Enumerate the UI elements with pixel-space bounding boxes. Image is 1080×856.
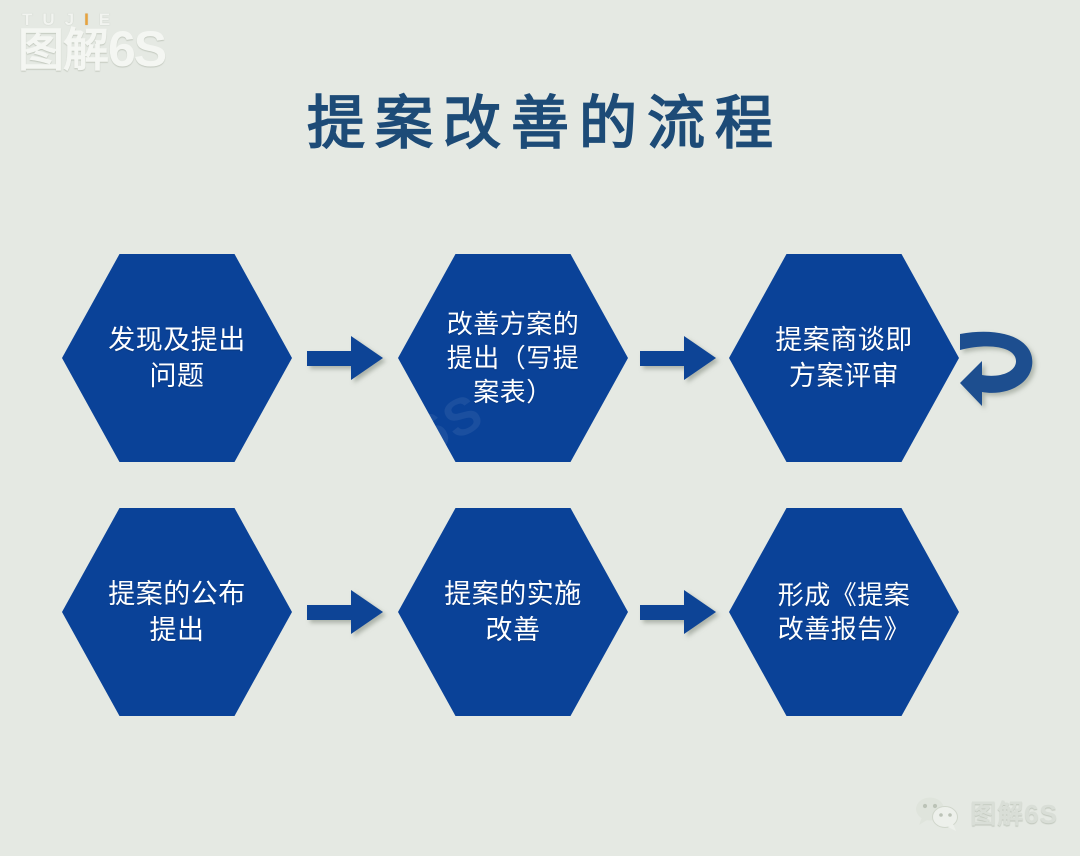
- flow-node-1-label: 发现及提出问题: [108, 325, 246, 391]
- brand-logo-wordmark: 图解6S: [18, 21, 167, 77]
- flow-node-5-label: 提案的实施改善: [444, 579, 582, 645]
- arrow-shaft: [307, 605, 357, 620]
- brand-logo-wordmark-cn: 图解: [18, 24, 109, 76]
- flow-node-6-label: 形成《提案改善报告》: [777, 580, 911, 644]
- brand-logo-tagline-part1: TUJ: [22, 10, 85, 29]
- flow-node-6: 形成《提案改善报告》: [729, 508, 959, 716]
- flow-node-2-label: 改善方案的提出（写提案表）: [446, 309, 580, 407]
- arrow-right-icon-1: [307, 336, 383, 380]
- loop-arrow-path: [960, 331, 1033, 406]
- brand-logo-tagline-accent: I: [84, 10, 99, 29]
- wechat-badge-label: 图解6S: [970, 799, 1058, 829]
- brand-logo: TUJIE 图解6S: [14, 6, 214, 78]
- arrow-right-icon-3: [307, 590, 383, 634]
- brand-logo-tagline: TUJIE: [22, 10, 120, 30]
- arrow-loop-return-icon: [960, 331, 1033, 406]
- arrow-head: [351, 336, 383, 380]
- arrow-head: [351, 590, 383, 634]
- wechat-icon: [916, 797, 959, 831]
- flow-node-3-label: 提案商谈即方案评审: [775, 325, 913, 391]
- brand-logo-wordmark-num: 6S: [108, 21, 167, 77]
- flow-node-2: 6S 改善方案的提出（写提案表）: [398, 254, 628, 462]
- flow-node-4-label: 提案的公布提出: [108, 579, 246, 645]
- flow-node-1: 发现及提出问题: [62, 254, 292, 462]
- wechat-badge: 图解6S: [914, 796, 1058, 832]
- arrow-head: [684, 590, 716, 634]
- arrow-shaft: [640, 351, 690, 366]
- arrow-shaft: [307, 351, 357, 366]
- page-title: 提案改善的流程: [306, 91, 783, 156]
- arrow-right-icon-2: [640, 336, 716, 380]
- arrow-head: [684, 336, 716, 380]
- flow-node-3: 提案商谈即方案评审: [729, 254, 959, 462]
- arrow-right-icon-4: [640, 590, 716, 634]
- brand-logo-tagline-part2: E: [98, 10, 121, 29]
- arrow-shaft: [640, 605, 690, 620]
- flow-node-5: 提案的实施改善: [398, 508, 628, 716]
- flow-node-4: 提案的公布提出: [62, 508, 292, 716]
